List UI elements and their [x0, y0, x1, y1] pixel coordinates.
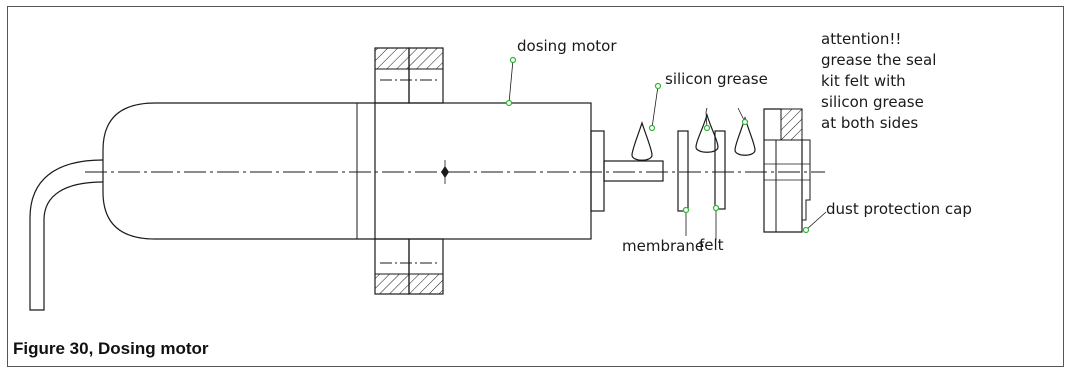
motor-shaft	[603, 160, 664, 182]
label-dosing-motor: dosing motor	[517, 37, 617, 55]
center-mark	[441, 160, 449, 184]
attention-line-4: silicon grease	[821, 93, 924, 111]
motor-body	[102, 102, 375, 240]
attention-note: attention!! grease the seal kit felt wit…	[821, 30, 936, 132]
dust-protection-cap-part	[763, 108, 811, 233]
figure-caption: Figure 30, Dosing motor	[13, 339, 209, 358]
flange-bottom	[374, 238, 444, 295]
attention-line-3: kit felt with	[821, 72, 906, 90]
leader-dots	[505, 56, 810, 234]
figure-frame	[7, 6, 1064, 367]
attention-line-1: attention!!	[821, 30, 901, 48]
attention-line-5: at both sides	[821, 114, 918, 132]
label-felt: felt	[699, 236, 724, 254]
motor-housing	[374, 102, 592, 240]
grease-drop-2	[695, 112, 719, 153]
flange-top	[374, 47, 444, 104]
label-membrane: membrane	[622, 237, 704, 255]
felt-part	[714, 130, 726, 210]
leader-lines	[508, 59, 827, 240]
grease-drop-1	[631, 121, 653, 161]
label-dust-protection-cap: dust protection cap	[826, 200, 972, 218]
bearing-step	[590, 130, 605, 212]
membrane-part	[677, 130, 689, 212]
label-silicon-grease: silicon grease	[665, 70, 768, 88]
grease-drop-3	[734, 115, 756, 156]
attention-line-2: grease the seal	[821, 51, 936, 69]
cable	[29, 159, 104, 311]
